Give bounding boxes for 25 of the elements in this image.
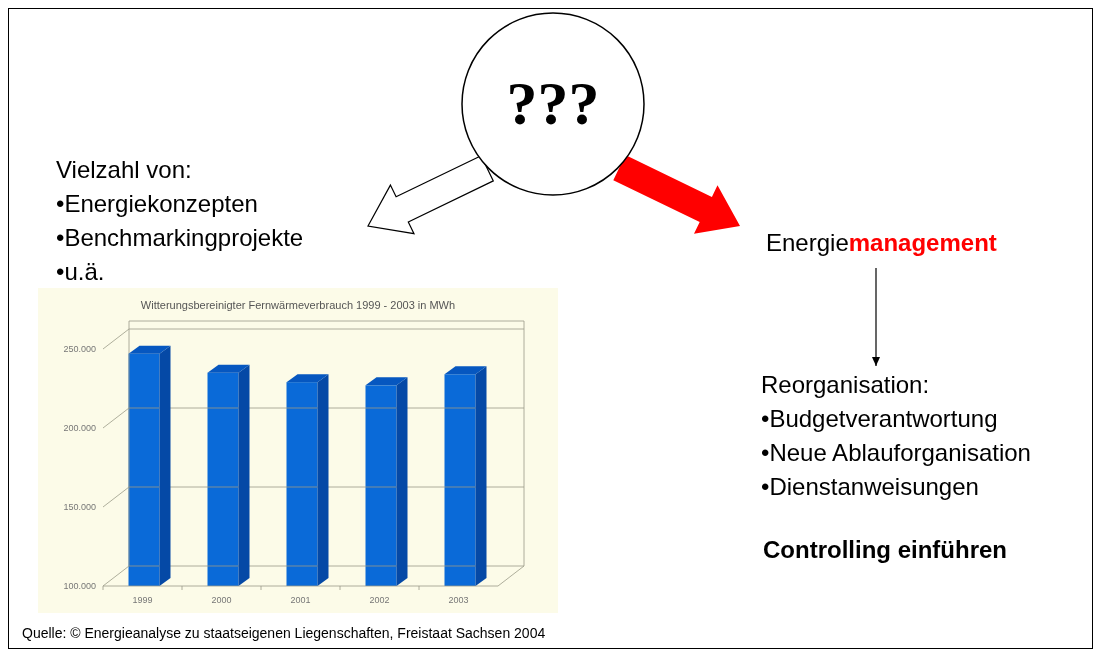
axis-tick-label: 100.000 [62, 580, 96, 592]
bullet-item: •Energiekonzepten [56, 189, 258, 219]
arrow [872, 267, 880, 367]
list-heading: Vielzahl von: [56, 155, 192, 185]
axis-tick-label: 1999 [131, 594, 154, 606]
axis-tick-label: 250.000 [62, 343, 96, 355]
bullet-item: •Neue Ablauforganisation [761, 438, 1031, 468]
bullet-item: •Benchmarkingprojekte [56, 223, 304, 253]
axis-tick-label: 2002 [368, 594, 391, 606]
note-text: Controlling einführen [763, 535, 1007, 565]
question-marks: ??? [505, 70, 601, 136]
list-heading: Reorganisation: [761, 370, 930, 400]
node-text: Energiemanagement [766, 228, 997, 258]
source-note: Quelle: © Energieanalyse zu staatseigenen Liegenschaften, Freistaat Sachsen 2004 [22, 624, 546, 642]
chart-title: Witterungsbereinigter Fernwärmeverbrauch 1999 - 2003 in MWh [139, 298, 457, 312]
axis-tick-label: 2001 [289, 594, 312, 606]
axis-tick-label: 150.000 [62, 501, 96, 513]
bullet-item: •Dienstanweisungen [761, 472, 979, 502]
axis-tick-label: 2003 [447, 594, 470, 606]
block-arrow [613, 155, 740, 234]
axis-tick-label: 2000 [210, 594, 233, 606]
bullet-item: •Budgetverantwortung [761, 404, 998, 434]
axis-tick-label: 200.000 [62, 422, 96, 434]
bullet-item: •u.ä. [56, 257, 105, 287]
block-arrow [367, 154, 495, 235]
